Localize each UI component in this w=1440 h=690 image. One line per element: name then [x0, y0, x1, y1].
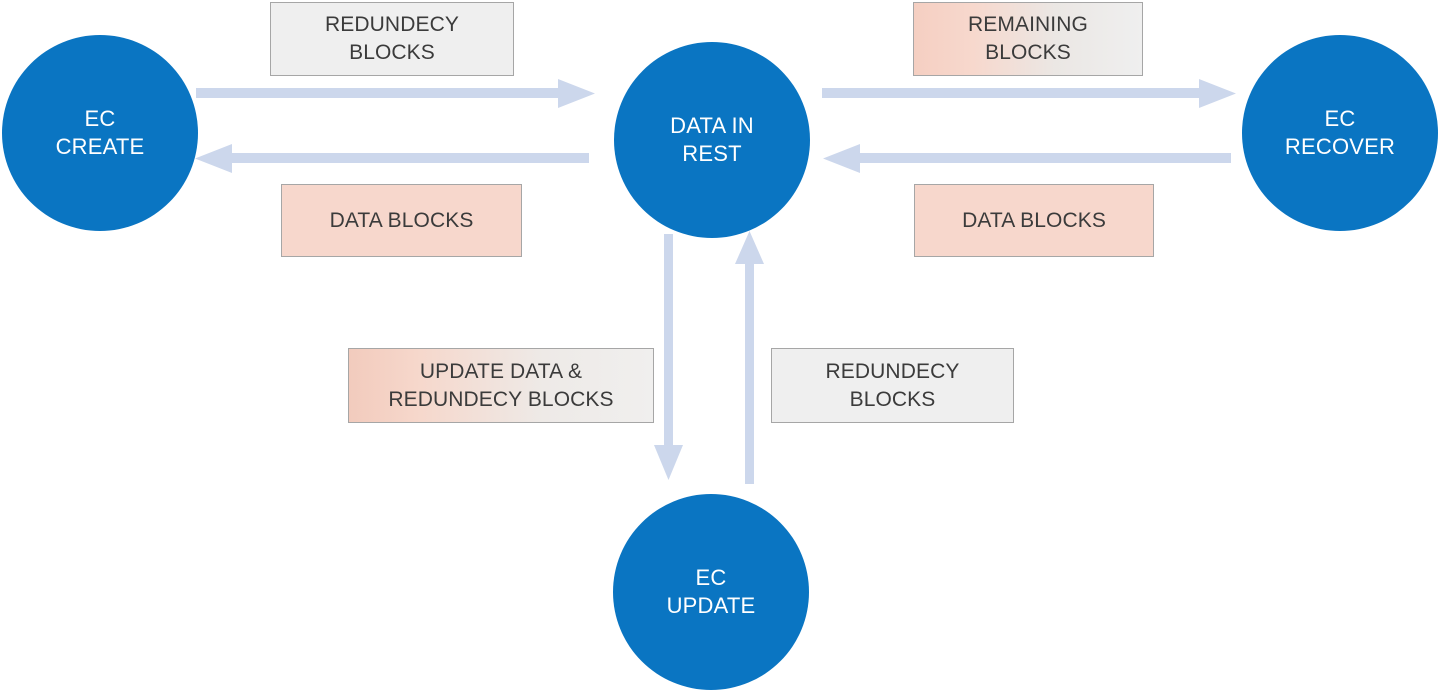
- label-remaining-blocks-rest-to-recover: REMAINING BLOCKS: [913, 2, 1143, 76]
- label-line-1: REDUNDECY: [825, 359, 960, 383]
- arrow-update-to-rest: [735, 231, 764, 484]
- node-ec-recover[interactable]: EC RECOVER: [1242, 35, 1438, 231]
- label-redundecy-blocks-create-to-rest: REDUNDECY BLOCKS: [270, 2, 514, 76]
- label-redundecy-blocks-update-to-rest: REDUNDECY BLOCKS: [771, 348, 1014, 423]
- label-line-2: BLOCKS: [985, 41, 1071, 64]
- label-line-2: REDUNDECY BLOCKS: [388, 387, 614, 411]
- node-ec-create-line2: CREATE: [55, 134, 145, 159]
- label-line-1: REMAINING: [968, 13, 1088, 37]
- node-data-in-rest-line2: REST: [682, 141, 742, 166]
- arrow-recover-to-rest: [823, 144, 1231, 173]
- label-line-1: DATA BLOCKS: [329, 208, 474, 232]
- label-data-blocks-recover-to-rest: DATA BLOCKS: [914, 184, 1154, 257]
- arrow-create-to-rest: [196, 79, 595, 108]
- label-update-data-and-redundecy-blocks: UPDATE DATA & REDUNDECY BLOCKS: [348, 348, 654, 423]
- node-ec-update[interactable]: EC UPDATE: [613, 494, 809, 690]
- node-data-in-rest[interactable]: DATA IN REST: [614, 42, 810, 238]
- arrow-rest-to-recover: [822, 79, 1236, 108]
- label-data-blocks-rest-to-create: DATA BLOCKS: [281, 184, 522, 257]
- arrow-rest-to-update: [654, 234, 683, 480]
- node-ec-update-line1: EC: [695, 564, 727, 590]
- label-line-1: REDUNDECY: [325, 13, 459, 37]
- label-line-2: BLOCKS: [849, 387, 936, 411]
- node-ec-create[interactable]: EC CREATE: [2, 35, 198, 231]
- arrow-rest-to-create: [195, 144, 589, 173]
- label-line-1: DATA BLOCKS: [962, 208, 1106, 232]
- node-ec-update-line2: UPDATE: [666, 593, 756, 618]
- node-data-in-rest-line1: DATA IN: [670, 112, 754, 138]
- node-ec-create-line1: EC: [84, 105, 116, 131]
- label-line-2: BLOCKS: [349, 41, 435, 64]
- label-line-1: UPDATE DATA &: [419, 359, 583, 383]
- node-ec-recover-line1: EC: [1324, 105, 1356, 131]
- node-ec-recover-line2: RECOVER: [1284, 134, 1396, 159]
